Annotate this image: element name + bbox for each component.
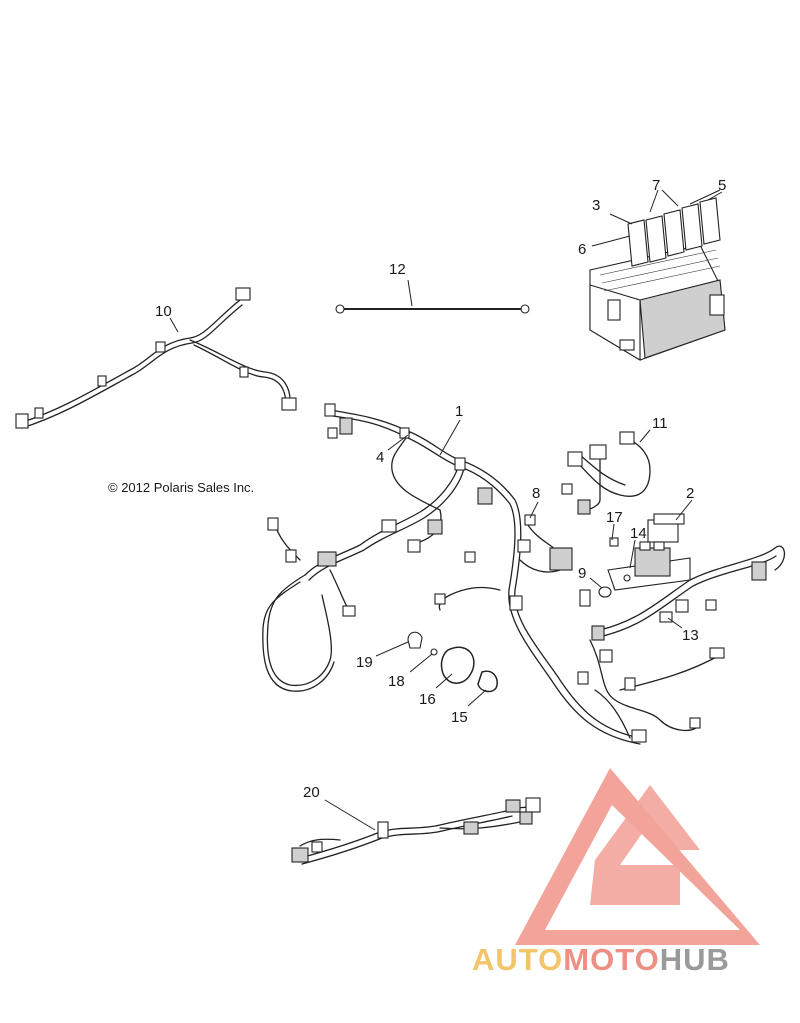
part-9 xyxy=(598,586,612,598)
callout-6: 6 xyxy=(578,241,586,258)
part-1-main-harness xyxy=(262,403,786,745)
callout-9: 9 xyxy=(578,565,586,582)
callout-5: 5 xyxy=(718,177,726,194)
callout-20: 20 xyxy=(303,784,320,801)
part-18 xyxy=(430,648,438,656)
small-parts xyxy=(407,514,673,693)
watermark-text-moto: MOTO xyxy=(563,942,659,977)
callout-18: 18 xyxy=(388,673,405,690)
part-20-harness xyxy=(291,797,541,865)
callout-16: 16 xyxy=(419,691,436,708)
part-12-ground-strap xyxy=(335,304,530,314)
part-15-grommet xyxy=(477,670,498,693)
watermark-logo xyxy=(515,768,760,945)
callout-8: 8 xyxy=(532,485,540,502)
part-11-sub-harness xyxy=(561,431,651,515)
callout-7: 7 xyxy=(652,177,660,194)
callout-12: 12 xyxy=(389,261,406,278)
callout-4: 4 xyxy=(376,449,384,466)
callout-11: 11 xyxy=(652,415,668,432)
watermark-text-hub: HUB xyxy=(660,942,730,977)
watermark-text: AUTOMOTOHUB xyxy=(472,942,730,977)
callout-14: 14 xyxy=(630,525,647,542)
watermark-inner-g-icon xyxy=(590,785,700,905)
callout-13: 13 xyxy=(682,627,699,644)
callout-3: 3 xyxy=(592,197,600,214)
part-10-rear-harness xyxy=(15,287,297,429)
relay-fuse-box xyxy=(589,197,726,361)
part-19 xyxy=(407,631,423,649)
part-17 xyxy=(609,537,619,547)
watermark-text-auto: AUTO xyxy=(472,942,563,977)
svg-text:AUTOMOTOHUB: AUTOMOTOHUB xyxy=(472,942,730,977)
part-8 xyxy=(524,514,536,526)
copyright-text: © 2012 Polaris Sales Inc. xyxy=(108,480,254,495)
callout-10: 10 xyxy=(155,303,172,320)
callout-labels: 1 2 3 4 5 6 7 8 9 10 11 12 13 14 15 16 1… xyxy=(155,177,726,801)
callout-1: 1 xyxy=(455,403,463,420)
leader-lines xyxy=(169,189,723,831)
part-16-grommet xyxy=(440,646,475,684)
relay-row xyxy=(627,197,721,267)
callout-17: 17 xyxy=(606,509,623,526)
part-13 xyxy=(659,611,673,623)
callout-2: 2 xyxy=(686,485,694,502)
watermark-triangle-icon xyxy=(515,768,760,945)
part-2-14-bracket xyxy=(607,513,691,591)
callout-19: 19 xyxy=(356,654,373,671)
callout-15: 15 xyxy=(451,709,468,726)
